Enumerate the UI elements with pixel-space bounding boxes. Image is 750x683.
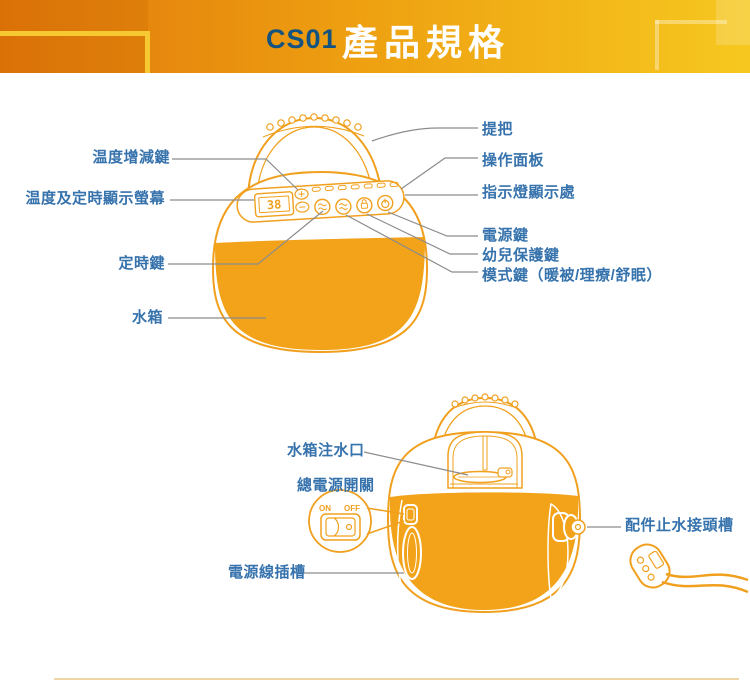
bottom-divider <box>54 678 739 680</box>
label-handle: 提把 <box>482 121 514 138</box>
right-side-details <box>547 502 586 600</box>
temp-up-button <box>294 188 309 200</box>
main-power-switch <box>403 504 418 525</box>
switch-callout: ON OFF <box>308 489 405 553</box>
page-title: 產品規格 <box>342 22 511 63</box>
label-water-inlet: 水箱注水口 <box>287 442 365 459</box>
label-water-tank: 水箱 <box>131 309 163 326</box>
label-power-key: 電源鍵 <box>482 227 529 244</box>
bottom-figure: ON OFF <box>302 393 749 614</box>
water-tank-fill <box>215 237 425 350</box>
label-child-lock-key: 幼兒保護鍵 <box>482 247 560 264</box>
water-inlet-niche <box>447 431 523 489</box>
banner-decoration-right-line-v <box>655 20 659 70</box>
top-figure: 38 <box>168 113 478 354</box>
temp-timer-display: 38 <box>253 191 295 218</box>
control-panel: 38 <box>236 180 405 223</box>
label-connector-slot: 配件止水接頭槽 <box>625 517 734 534</box>
label-control-panel: 操作面板 <box>482 152 545 169</box>
child-lock-button <box>356 197 373 214</box>
switch-on-label: ON <box>319 504 331 513</box>
power-button <box>377 194 394 212</box>
banner-decoration-right-square <box>716 0 750 45</box>
top-callout-lines <box>168 127 478 319</box>
banner-decoration-left-line-v <box>145 31 150 73</box>
handle-grip-bumps-rear <box>450 393 520 410</box>
model-code: CS01 <box>266 24 338 54</box>
label-main-power-switch: 總電源開關 <box>297 477 375 494</box>
power-cord-slot <box>402 526 422 580</box>
switch-off-label: OFF <box>344 504 360 513</box>
label-temp-timer-display: 温度及定時顯示螢幕 <box>25 190 165 207</box>
mode-button <box>335 198 352 215</box>
label-indicator-lights: 指示燈顯示處 <box>482 184 576 201</box>
header-banner: CS01 產品規格 <box>0 0 750 73</box>
display-digits: 38 <box>267 197 282 212</box>
temp-down-button <box>295 201 310 213</box>
bottom-callout-lines <box>302 451 621 574</box>
handle-grip-bumps <box>262 113 365 138</box>
indicator-lights-row <box>311 181 399 192</box>
label-timer-key: 定時鍵 <box>118 255 165 272</box>
banner-decoration-left-line-h <box>0 31 150 36</box>
body-fill-rear <box>389 492 579 610</box>
carry-handle-front <box>247 113 383 197</box>
banner-decoration-right-line-h <box>655 20 727 24</box>
label-power-cord-slot: 電源線插槽 <box>228 564 306 581</box>
label-mode-key: 模式鍵（暖被/理療/舒眠） <box>482 267 662 284</box>
label-temp-updown-key: 温度增減鍵 <box>92 149 170 166</box>
accessory-plug <box>629 543 749 594</box>
timer-button <box>314 198 331 216</box>
banner-decoration-left <box>0 0 148 73</box>
left-side-details <box>396 499 422 595</box>
